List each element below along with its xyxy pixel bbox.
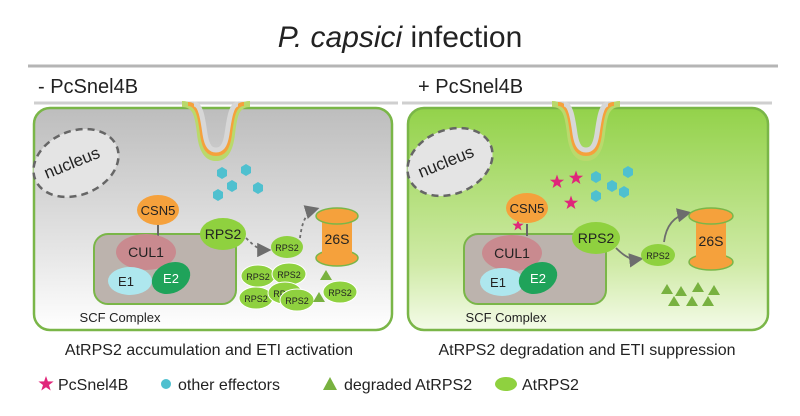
right-cul1: CUL1	[482, 235, 542, 271]
svg-text:RPS2: RPS2	[244, 294, 268, 304]
right-pcsnel4b-stars	[512, 170, 584, 231]
triangle-icon	[323, 377, 337, 390]
legend-item-other-effectors: other effectors	[161, 377, 280, 394]
degraded-rps2-triangle	[661, 284, 673, 294]
pcsnel4b-star	[568, 170, 584, 184]
effector-dot	[241, 164, 251, 176]
title-rest: infection	[402, 21, 522, 54]
right-caption: AtRPS2 degradation and ETI suppression	[438, 342, 735, 359]
ellipse-icon	[495, 377, 517, 391]
right-csn5-label: CSN5	[510, 201, 545, 216]
left-e2: E2	[151, 261, 191, 295]
right-cell: nucleus CSN5 CUL1 E1	[402, 101, 772, 332]
right-e1-label: E1	[490, 275, 506, 290]
effector-dot	[619, 186, 629, 198]
pcsnel4b-star	[563, 195, 579, 209]
left-csn5: CSN5	[137, 195, 179, 225]
degraded-rps2-triangle	[675, 286, 687, 296]
left-caption: AtRPS2 accumulation and ETI activation	[65, 342, 353, 359]
right-proteasome: 26S	[688, 207, 734, 271]
left-proteasome: 26S	[315, 207, 359, 267]
right-rps2-main: RPS2	[572, 222, 620, 254]
degraded-rps2-triangle	[313, 292, 325, 302]
pcsnel4b-star	[549, 174, 565, 188]
right-haustorium	[551, 101, 621, 162]
effector-dot	[217, 167, 227, 179]
legend-item-degraded-atrps2: degraded AtRPS2	[323, 377, 472, 394]
left-dashed-arrow-up	[299, 205, 320, 239]
effector-dot	[591, 190, 601, 202]
right-nucleus: nucleus	[406, 126, 494, 198]
effector-dot	[227, 180, 237, 192]
left-rps2-main: RPS2	[200, 218, 246, 250]
left-dashed-arrow-down	[245, 237, 272, 258]
right-scf-label: SCF Complex	[466, 310, 547, 325]
left-nucleus: nucleus	[32, 127, 120, 199]
right-e2-label: E2	[530, 271, 546, 286]
right-panel-heading: + PcSnel4B	[418, 76, 523, 98]
left-panel-heading: - PcSnel4B	[38, 76, 138, 98]
left-rps2-small-label: RPS2	[275, 243, 299, 253]
title-species: P. capsici	[278, 21, 404, 54]
legend-item-pcsnel4b: PcSnel4B	[38, 376, 128, 394]
star-icon	[38, 376, 54, 391]
rps2-cluster-item: RPS2	[322, 280, 358, 304]
right-e1: E1	[480, 268, 524, 296]
left-other-effectors	[213, 164, 263, 201]
right-csn5: CSN5	[506, 193, 548, 223]
rps2-cluster-item: RPS2	[238, 286, 274, 310]
degraded-rps2-triangle	[692, 282, 704, 292]
svg-text:RPS2: RPS2	[246, 272, 270, 282]
degraded-rps2-triangle	[686, 296, 698, 306]
legend-label: AtRPS2	[522, 377, 579, 394]
left-cell: nucleus CSN5 CUL1 E1 E2 SCF Comple	[32, 101, 398, 332]
svg-text:RPS2: RPS2	[285, 296, 309, 306]
right-arrow-down	[615, 247, 644, 268]
left-csn5-label: CSN5	[141, 203, 176, 218]
dot-icon	[161, 379, 171, 389]
pcsnel4b-star	[512, 219, 524, 231]
left-cul1-label: CUL1	[128, 244, 164, 260]
effector-dot	[607, 180, 617, 192]
right-rps2-small-label: RPS2	[646, 251, 670, 261]
effector-dot	[213, 189, 223, 201]
legend-label: degraded AtRPS2	[344, 377, 472, 394]
left-e1-label: E1	[118, 274, 134, 289]
legend-item-atrps2: AtRPS2	[495, 377, 579, 394]
left-rps2-main-label: RPS2	[205, 226, 242, 242]
left-rps2-small: RPS2	[271, 236, 303, 258]
rps2-cluster-item: RPS2	[271, 262, 307, 286]
effector-dot	[591, 171, 601, 183]
legend: PcSnel4B other effectors degraded AtRPS2…	[38, 376, 579, 394]
degraded-rps2-triangle	[320, 270, 332, 280]
degraded-rps2-triangle	[668, 296, 680, 306]
right-rps2-main-label: RPS2	[578, 230, 615, 246]
left-haustorium	[181, 101, 251, 162]
left-scf-label: SCF Complex	[80, 310, 161, 325]
left-e2-label: E2	[163, 271, 179, 286]
svg-text:RPS2: RPS2	[277, 270, 301, 280]
left-rps2-cluster: RPS2 RPS2 RPS2 RPS2 RPS2 RPS2	[238, 262, 358, 312]
rps2-cluster-item: RPS2	[240, 264, 276, 288]
svg-text:RPS2: RPS2	[328, 288, 352, 298]
left-proteasome-label: 26S	[325, 231, 350, 247]
right-arrow-up	[663, 208, 692, 243]
figure-title: P. capsici infection	[278, 21, 523, 54]
right-proteasome-label: 26S	[699, 233, 724, 249]
legend-label: PcSnel4B	[58, 377, 128, 394]
right-other-effectors	[591, 166, 633, 202]
effector-dot	[623, 166, 633, 178]
legend-label: other effectors	[178, 377, 280, 394]
rps2-cluster-item: RPS2	[279, 288, 315, 312]
right-e2: E2	[518, 261, 558, 295]
left-cul1: CUL1	[116, 234, 176, 270]
right-cul1-label: CUL1	[494, 245, 530, 261]
left-e1: E1	[108, 267, 152, 295]
degraded-rps2-triangle	[708, 285, 720, 295]
right-degraded-rps2	[661, 282, 720, 306]
effector-dot	[253, 182, 263, 194]
degraded-rps2-triangle	[702, 296, 714, 306]
right-rps2-small: RPS2	[641, 244, 675, 266]
